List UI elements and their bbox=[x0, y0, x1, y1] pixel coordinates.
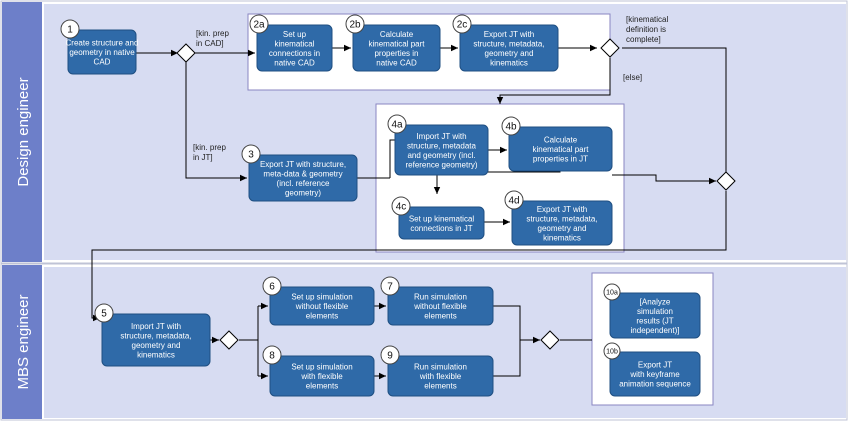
step-box bbox=[67, 29, 137, 75]
step-number: 10b bbox=[606, 349, 618, 356]
step-number: 9 bbox=[387, 351, 393, 362]
condition-kin-cad: [kin. prep in CAD] bbox=[196, 29, 231, 48]
mbs-lane-header bbox=[2, 265, 42, 419]
decision-kin-complete bbox=[600, 38, 620, 58]
step-number: 1 bbox=[67, 25, 73, 36]
step-number-badge bbox=[345, 14, 365, 34]
decision-simulation-type bbox=[219, 330, 239, 350]
step-number: 4c bbox=[396, 202, 407, 213]
step-number: 2a bbox=[253, 20, 265, 31]
step-number-badge bbox=[387, 114, 407, 134]
step-box bbox=[609, 292, 701, 339]
step-number: 2c bbox=[457, 20, 468, 31]
step-number-badge bbox=[603, 342, 621, 360]
merge-diamond-simulation bbox=[540, 330, 560, 350]
step-number-badge bbox=[60, 19, 80, 39]
step-box bbox=[101, 313, 211, 367]
step-number-badge bbox=[391, 196, 411, 216]
step-box bbox=[398, 206, 485, 240]
step-number: 5 bbox=[101, 309, 107, 320]
step-number-badge bbox=[452, 14, 472, 34]
step-number-badge bbox=[249, 14, 269, 34]
step-box bbox=[256, 24, 333, 72]
step-box bbox=[269, 355, 375, 397]
step-number: 10a bbox=[606, 290, 618, 297]
step-3: Export JT with structure,meta-data & geo… bbox=[241, 144, 358, 202]
step-number-badge bbox=[504, 190, 524, 210]
step-number: 4b bbox=[505, 122, 517, 133]
step-number-badge bbox=[501, 116, 521, 136]
step-box bbox=[248, 154, 358, 202]
step-number-badge bbox=[603, 283, 621, 301]
mbs-lane-label: MBS engineer bbox=[15, 294, 32, 389]
step-label: Export JT with structure,meta-data & geo… bbox=[260, 160, 346, 198]
merge-diamond-design bbox=[716, 171, 736, 191]
design-lane-label: Design engineer bbox=[15, 77, 32, 186]
design-lane-header bbox=[2, 2, 42, 262]
step-number-badge bbox=[262, 345, 282, 365]
step-number: 7 bbox=[387, 282, 393, 293]
step-box bbox=[511, 200, 613, 246]
step-number: 4a bbox=[391, 120, 403, 131]
condition-kin-jt: [kin. prep in JT] bbox=[193, 143, 228, 162]
step-number-badge bbox=[380, 345, 400, 365]
step-number-badge bbox=[94, 303, 114, 323]
step-box bbox=[269, 286, 375, 326]
step-number: 3 bbox=[248, 150, 254, 161]
step-box bbox=[352, 24, 441, 72]
condition-else: [else] bbox=[623, 73, 642, 82]
decision-kin-prep bbox=[176, 43, 196, 63]
step-box bbox=[459, 24, 559, 72]
step-box bbox=[609, 351, 701, 397]
step-number-badge bbox=[380, 276, 400, 296]
step-box bbox=[387, 355, 494, 397]
step-box bbox=[394, 124, 489, 176]
step-number: 4d bbox=[508, 196, 519, 207]
step-number: 6 bbox=[269, 282, 275, 293]
step-number: 8 bbox=[269, 351, 275, 362]
step-number-badge bbox=[241, 144, 261, 164]
condition-complete: [kinematical definition is complete] bbox=[626, 15, 670, 44]
step-box bbox=[508, 126, 613, 172]
step-number-badge bbox=[262, 276, 282, 296]
step-box bbox=[387, 286, 494, 326]
step-number: 2b bbox=[349, 20, 361, 31]
